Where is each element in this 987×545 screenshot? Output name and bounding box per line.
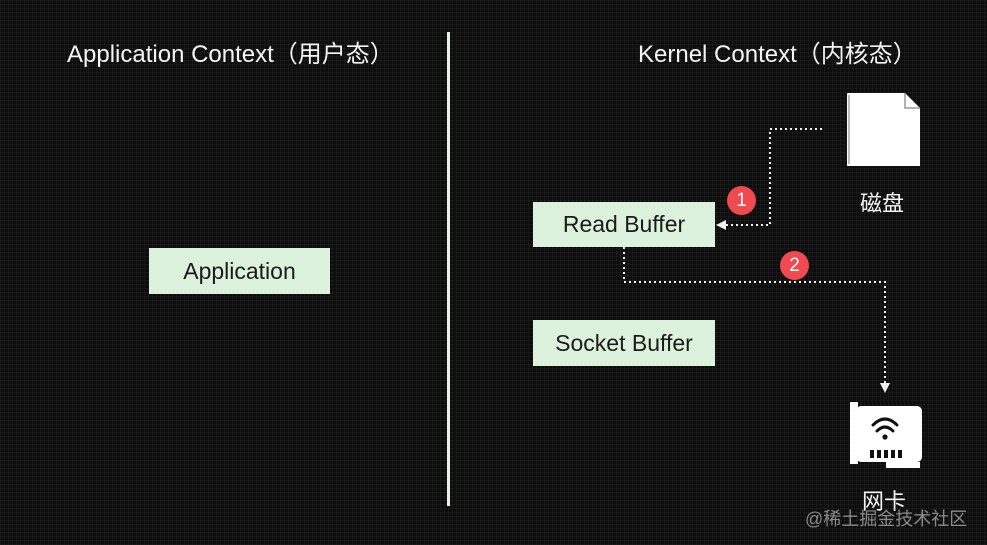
disk-to-read-buffer-arrow bbox=[724, 128, 822, 226]
user-space-title: Application Context（用户态） bbox=[67, 41, 394, 68]
watermark: @稀土掘金技术社区 bbox=[805, 509, 968, 529]
kernel-space-title: Kernel Context（内核态） bbox=[638, 41, 917, 68]
step-2-badge: 2 bbox=[780, 251, 809, 280]
file-icon bbox=[847, 93, 920, 166]
read-buffer-to-nic-arrow bbox=[623, 247, 886, 384]
socket-buffer-box: Socket Buffer bbox=[533, 320, 715, 366]
read-buffer-box: Read Buffer bbox=[533, 202, 715, 247]
context-divider bbox=[447, 32, 450, 506]
disk-label: 磁盘 bbox=[860, 191, 905, 216]
arrowhead-1 bbox=[716, 220, 726, 230]
network-card-label: 网卡 bbox=[862, 489, 907, 514]
step-1-badge: 1 bbox=[727, 186, 756, 215]
application-box: Application bbox=[149, 248, 330, 294]
arrowhead-2 bbox=[880, 383, 890, 393]
network-card-icon bbox=[850, 402, 922, 468]
